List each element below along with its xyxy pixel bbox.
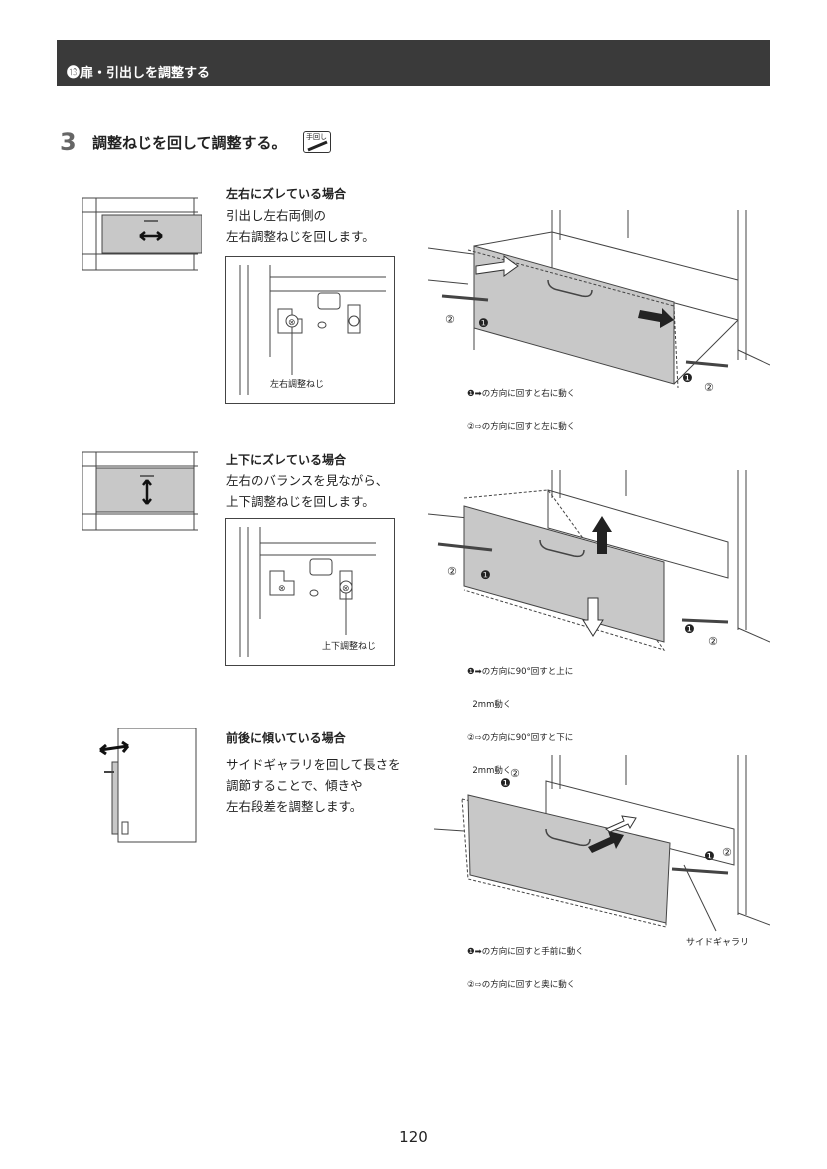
mark-one-left: ❶ — [478, 316, 489, 330]
svg-text:⊗: ⊗ — [288, 318, 296, 328]
mark-one-right: ❶ — [704, 849, 715, 863]
mark-one-right: ❶ — [682, 371, 693, 385]
mark-one-left: ❶ — [480, 568, 491, 582]
mark-two-left: ② — [447, 565, 457, 578]
mark-two-right: ② — [708, 635, 718, 648]
mark-one-top: ❶ — [500, 776, 511, 790]
diagram-left-right: ② ❶ ❶ ② — [428, 210, 770, 400]
body-line: 引出し左右両側の — [226, 208, 327, 223]
mark-two-top: ② — [510, 767, 520, 780]
step-number: 3 — [60, 128, 77, 156]
section-header: ⓭扉・引出しを調整する — [57, 40, 770, 86]
drawer-side-thumbnail — [99, 728, 197, 843]
section-body-tilt: サイドギャラリを回して長さを 調節することで、傾きや 左右段差を調整します。 — [226, 754, 401, 817]
section-title-tilt: 前後に傾いている場合 — [226, 731, 346, 745]
mark-two-left: ② — [445, 313, 455, 326]
caption-tilt: ❶➡の方向に回すと手前に動く ②⇨の方向に回すと奥に動く — [467, 925, 584, 1002]
mark-two-right: ② — [704, 381, 714, 394]
caption-left-right: ❶➡の方向に回すと右に動く ②⇨の方向に回すと左に動く — [467, 367, 575, 444]
body-line: 上下調整ねじを回します。 — [226, 494, 375, 509]
diagram-up-down: ② ❶ ❶ ② — [428, 470, 770, 660]
drawer-tilt-illustration — [433, 755, 770, 932]
body-line: 左右のバランスを見ながら、 — [226, 473, 389, 488]
caption-line: ❶➡の方向に90°回すと上に — [467, 667, 574, 677]
lr-screw-detail: ⊗ — [239, 265, 386, 395]
drawer-front-thumbnail — [82, 451, 198, 531]
body-line: サイドギャラリを回して長さを — [226, 757, 401, 772]
caption-up-down: ❶➡の方向に90°回すと上に 2mm動く ②⇨の方向に90°回すと下に 2mm動… — [467, 645, 573, 788]
step-title: 調整ねじを回して調整する。 — [92, 134, 287, 152]
caption-line: 2mm動く — [467, 700, 512, 710]
thumb-tilt — [94, 728, 204, 848]
body-line: 左右調整ねじを回します。 — [226, 229, 375, 244]
inset-label-ud: 上下調整ねじ — [322, 642, 377, 652]
caption-line: ❶➡の方向に回すと右に動く — [467, 389, 576, 399]
tool-tag-label: 手回し — [306, 133, 327, 141]
hand-tool-icon: 手回し — [303, 131, 331, 153]
mark-one-right: ❶ — [684, 622, 695, 636]
drawer-front-thumbnail — [82, 197, 202, 271]
screwdriver-icon — [307, 140, 328, 152]
ud-screw-detail: ⊗ ⊗ — [239, 527, 376, 657]
inset-label-lr: 左右調整ねじ — [270, 380, 325, 390]
section-body-up-down: 左右のバランスを見ながら、 上下調整ねじを回します。 — [226, 470, 388, 512]
drawer-ud-illustration — [428, 470, 770, 651]
section-body-left-right: 引出し左右両側の 左右調整ねじを回します。 — [226, 205, 375, 247]
inset-ud-screw: ⊗ ⊗ 上下調整ねじ — [225, 518, 395, 666]
thumb-up-down — [82, 450, 202, 534]
drawer-lr-illustration — [428, 210, 770, 389]
section-title: ⓭扉・引出しを調整する — [67, 66, 211, 81]
inset-lr-screw: ⊗ 左右調整ねじ — [225, 256, 395, 404]
caption-line: 2mm動く — [467, 766, 512, 776]
diagram-tilt: ② ❶ ❶ ② — [428, 755, 770, 935]
caption-line: ❶➡の方向に回すと手前に動く — [467, 947, 584, 957]
thumb-left-right — [82, 190, 202, 274]
caption-line: ②⇨の方向に回すと左に動く — [467, 422, 576, 432]
svg-text:⊗: ⊗ — [342, 584, 350, 594]
body-line: 調節することで、傾きや — [226, 778, 363, 793]
caption-line: ②⇨の方向に回すと奥に動く — [467, 980, 576, 990]
section-title-left-right: 左右にズレている場合 — [226, 187, 347, 201]
mark-two-right: ② — [722, 846, 732, 859]
side-gallery-label: サイドギャラリ — [686, 938, 750, 948]
body-line: 左右段差を調整します。 — [226, 799, 363, 814]
svg-text:⊗: ⊗ — [278, 584, 286, 594]
caption-line: ②⇨の方向に90°回すと下に — [467, 733, 574, 743]
section-title-up-down: 上下にズレている場合 — [226, 453, 347, 467]
page-number: 120 — [399, 1128, 428, 1146]
